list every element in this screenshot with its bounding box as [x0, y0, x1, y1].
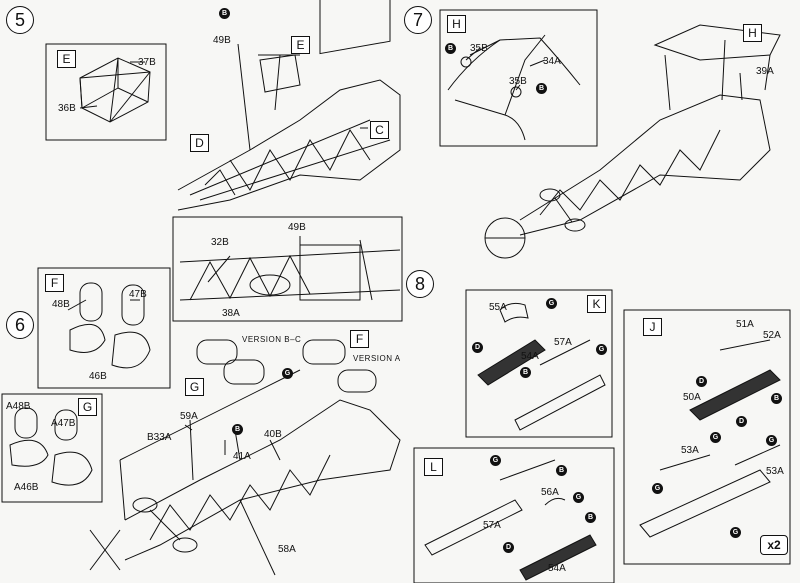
part-label: 47B	[129, 289, 147, 300]
part-label: 53A	[766, 466, 784, 477]
sprue-g-marker: G	[490, 455, 501, 466]
sprue-g-marker: G	[710, 432, 721, 443]
sprue-g-marker: G	[546, 298, 557, 309]
box-j-panel	[623, 309, 791, 565]
part-label: 49B	[288, 222, 306, 233]
part-label: 40B	[264, 429, 282, 440]
sprue-g-marker: G	[573, 492, 584, 503]
part-label: 50A	[683, 392, 701, 403]
sprue-g-marker: G	[652, 483, 663, 494]
box-tag-l: L	[424, 458, 443, 476]
box-tag-e-step5: E	[291, 36, 310, 54]
fuselage-step5-drawing	[177, 0, 401, 211]
part-label: 48B	[52, 299, 70, 310]
part-label: 59A	[180, 411, 198, 422]
fuselage-step7-drawing	[484, 24, 781, 259]
cushions-f-drawing	[69, 282, 151, 369]
box-e-panel	[45, 43, 167, 141]
part-label: 57A	[554, 337, 572, 348]
part-label: 46B	[89, 371, 107, 382]
version-bc-label: VERSION B–C	[242, 335, 302, 344]
sprue-b-marker: B	[445, 43, 456, 54]
part-label: 55A	[489, 302, 507, 313]
part-label: A46B	[14, 482, 39, 493]
sprue-d-marker: D	[696, 376, 707, 387]
sprue-g-marker: G	[730, 527, 741, 538]
box-h-panel	[439, 9, 598, 147]
sprue-b-marker: B	[556, 465, 567, 476]
sprue-b-marker: B	[219, 8, 230, 19]
box-tag-c: C	[370, 121, 389, 139]
box-tag-d: D	[190, 134, 209, 152]
sprue-d-marker: D	[736, 416, 747, 427]
fuselage-step6-drawing	[89, 339, 401, 576]
part-label: A47B	[51, 418, 76, 429]
box-tag-g: G	[78, 398, 97, 416]
sprue-g-marker: G	[282, 368, 293, 379]
step-number-6: 6	[6, 311, 34, 339]
sprue-b-marker: B	[771, 393, 782, 404]
box-f-panel	[37, 267, 171, 389]
part-label: 35B	[509, 76, 527, 87]
detail-view-panel	[172, 216, 403, 322]
part-label: 54A	[521, 351, 539, 362]
sprue-b-marker: B	[585, 512, 596, 523]
part-label: 56A	[541, 487, 559, 498]
part-label: 57A	[483, 520, 501, 531]
step-number-7: 7	[404, 6, 432, 34]
part-label: 51A	[736, 319, 754, 330]
sprue-b-marker: B	[232, 424, 243, 435]
leader-lines	[67, 47, 546, 455]
box-g-panel	[1, 393, 103, 503]
sprue-g-marker: G	[596, 344, 607, 355]
part-label: 52A	[763, 330, 781, 341]
guns-k-drawing	[477, 302, 606, 431]
sprue-d-marker: D	[503, 542, 514, 553]
sprue-b-marker: B	[520, 367, 531, 378]
part-label: 49B	[213, 35, 231, 46]
part-label: 58A	[278, 544, 296, 555]
quantity-x2-badge: x2	[760, 535, 788, 555]
step-number-5: 5	[6, 6, 34, 34]
sprue-d-marker: D	[472, 342, 483, 353]
part-label: 39A	[756, 66, 774, 77]
box-tag-j: J	[643, 318, 662, 336]
box-tag-f: F	[45, 274, 64, 292]
box-tag-h: H	[447, 15, 466, 33]
sprue-g-marker: G	[766, 435, 777, 446]
sprue-b-marker: B	[536, 83, 547, 94]
box-l-panel	[413, 447, 615, 583]
part-label: A48B	[6, 401, 31, 412]
part-label: 38A	[222, 308, 240, 319]
part-label: 41A	[233, 451, 251, 462]
part-label: 35B	[470, 43, 488, 54]
box-tag-e: E	[57, 50, 76, 68]
box-tag-h-step7: H	[743, 24, 762, 42]
part-label: B33A	[147, 432, 172, 443]
part-label: 34A	[543, 56, 561, 67]
box-k-panel	[465, 289, 613, 438]
guns-l-drawing	[424, 459, 597, 581]
box-tag-k: K	[587, 295, 606, 313]
skid-frame-h-drawing	[447, 34, 581, 141]
part-label: 53A	[681, 445, 699, 456]
cushions-g-drawing	[9, 407, 93, 486]
part-label: 36B	[58, 103, 76, 114]
version-a-label: VERSION A	[353, 354, 401, 363]
seat-cage-e-drawing	[79, 57, 151, 123]
box-tag-f-step6: F	[350, 330, 369, 348]
part-label: 32B	[211, 237, 229, 248]
step-number-8: 8	[406, 270, 434, 298]
detail-frame-drawing	[179, 236, 401, 301]
box-tag-g-step6: G	[185, 378, 204, 396]
part-label: 54A	[548, 563, 566, 574]
guns-j-drawing	[639, 339, 781, 538]
part-label: 37B	[138, 57, 156, 68]
